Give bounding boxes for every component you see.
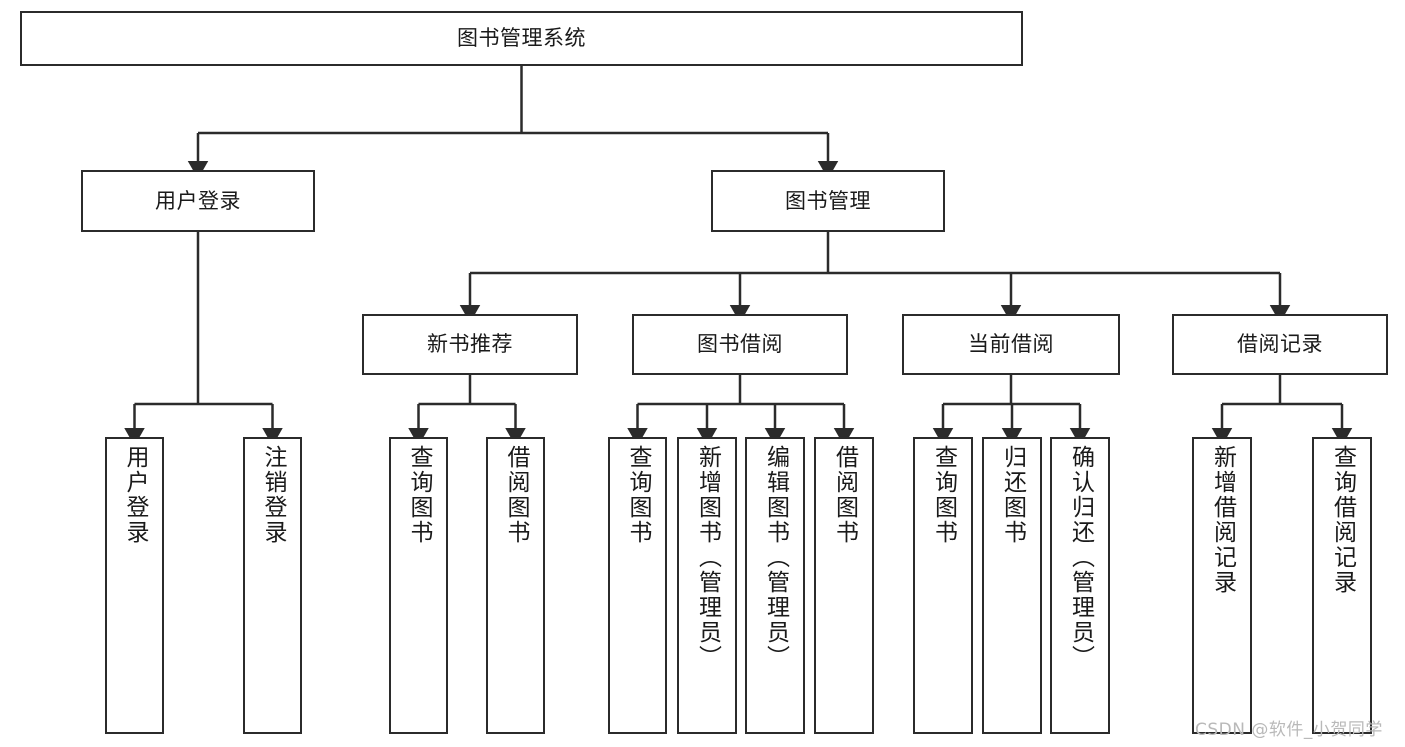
node-label: 当前借阅 [968, 332, 1054, 357]
node-label: 图书管理系统 [457, 26, 586, 51]
node-borrow[interactable]: 图书借阅 [632, 314, 848, 375]
node-label: 注销登录 [260, 445, 286, 545]
node-leaf-edit-book[interactable]: 编辑图书（管理员） [745, 437, 805, 734]
node-label: 图书管理 [785, 188, 871, 213]
edge-group [124, 66, 1353, 446]
node-leaf-query-book-3[interactable]: 查询图书 [913, 437, 973, 734]
node-leaf-query-record[interactable]: 查询借阅记录 [1312, 437, 1372, 734]
node-leaf-add-book[interactable]: 新增图书（管理员） [677, 437, 737, 734]
node-label: 新书推荐 [427, 332, 513, 357]
node-label: 图书借阅 [697, 332, 783, 357]
node-leaf-borrow-book-2[interactable]: 借阅图书 [814, 437, 874, 734]
node-leaf-user-login[interactable]: 用户登录 [105, 437, 164, 734]
node-label: 确认归还（管理员） [1067, 445, 1094, 670]
node-root[interactable]: 图书管理系统 [20, 11, 1023, 66]
node-record[interactable]: 借阅记录 [1172, 314, 1388, 375]
node-leaf-borrow-book-1[interactable]: 借阅图书 [486, 437, 545, 734]
node-label: 用户登录 [155, 188, 241, 213]
node-label: 查询借阅记录 [1329, 445, 1356, 595]
node-newbook[interactable]: 新书推荐 [362, 314, 578, 375]
node-label: 新增借阅记录 [1209, 445, 1236, 595]
node-label: 查询图书 [406, 445, 432, 545]
node-leaf-add-record[interactable]: 新增借阅记录 [1192, 437, 1252, 734]
node-leaf-logout[interactable]: 注销登录 [243, 437, 302, 734]
node-label: 归还图书 [999, 445, 1026, 545]
node-leaf-query-book-2[interactable]: 查询图书 [608, 437, 667, 734]
node-label: 借阅记录 [1237, 332, 1323, 357]
node-label: 新增图书（管理员） [694, 445, 721, 670]
node-label: 编辑图书（管理员） [762, 445, 789, 670]
node-login[interactable]: 用户登录 [81, 170, 315, 232]
node-label: 查询图书 [625, 445, 651, 545]
node-leaf-query-book-1[interactable]: 查询图书 [389, 437, 448, 734]
node-leaf-return-book[interactable]: 归还图书 [982, 437, 1042, 734]
node-leaf-confirm-return[interactable]: 确认归还（管理员） [1050, 437, 1110, 734]
node-bookmgmt[interactable]: 图书管理 [711, 170, 945, 232]
node-label: 用户登录 [122, 445, 148, 545]
node-label: 查询图书 [930, 445, 957, 545]
node-label: 借阅图书 [503, 445, 529, 545]
node-label: 借阅图书 [831, 445, 858, 545]
node-current[interactable]: 当前借阅 [902, 314, 1120, 375]
